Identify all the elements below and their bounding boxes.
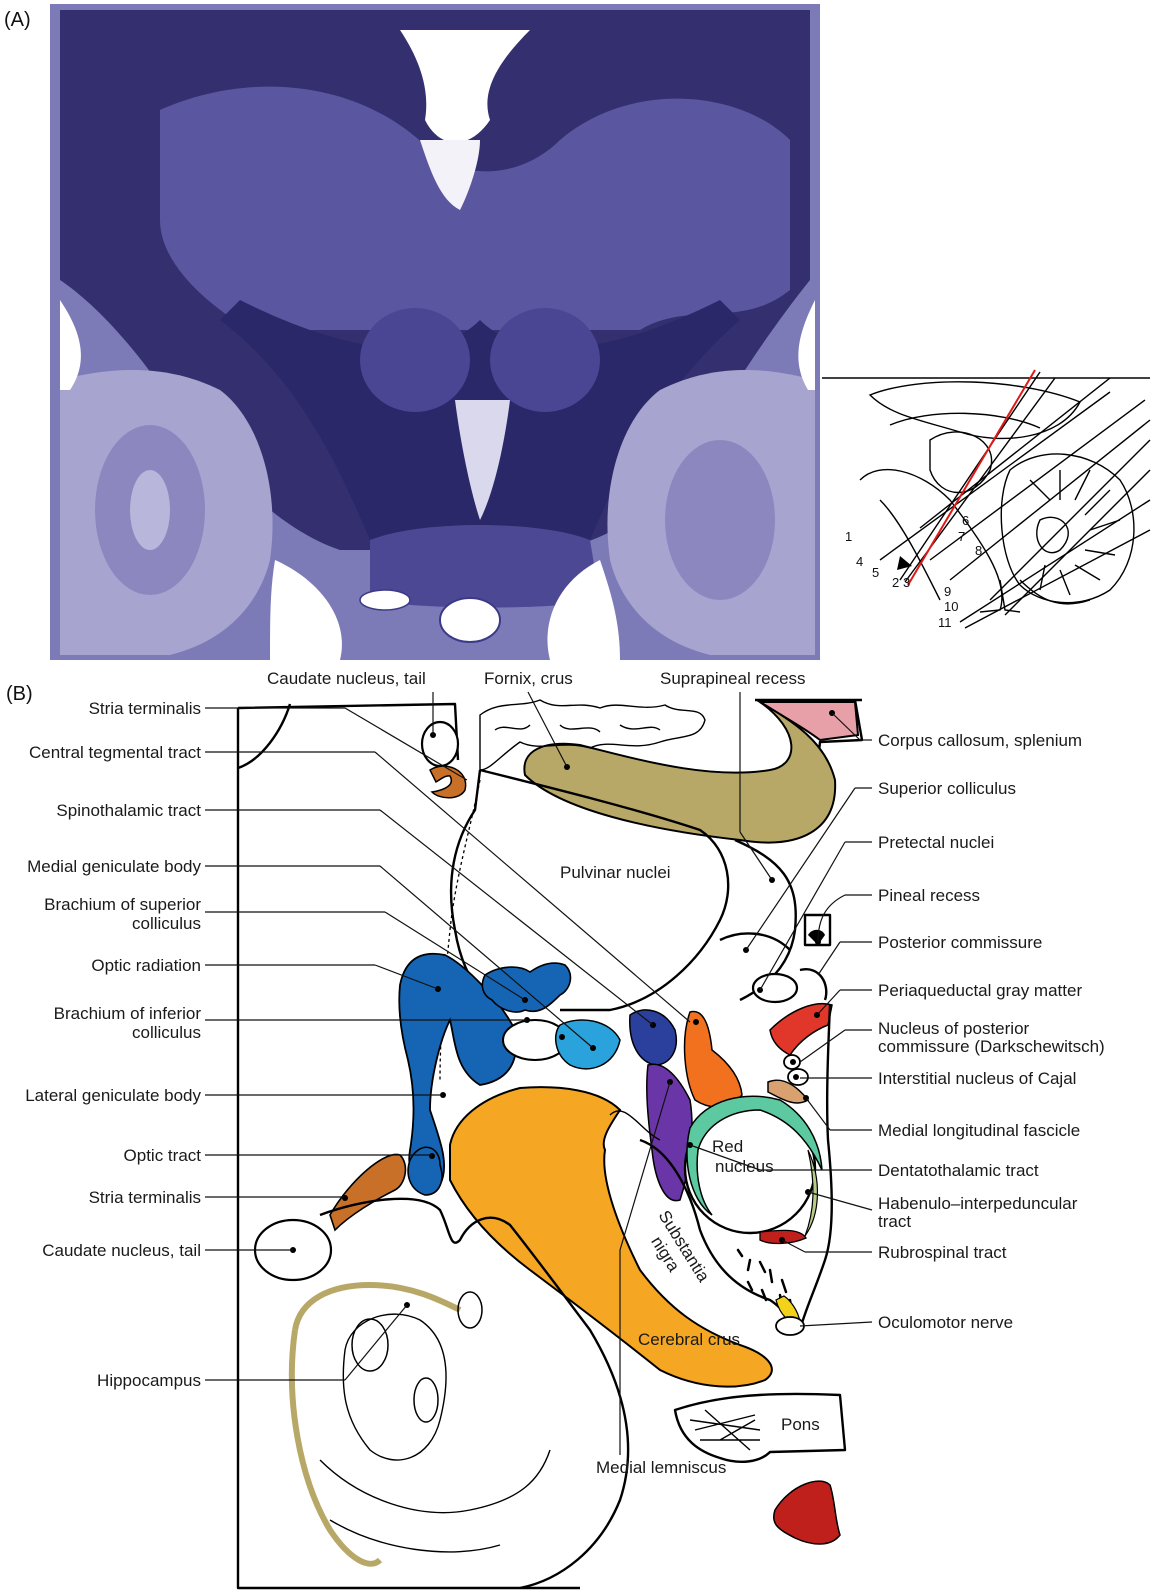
- inset-number: 7: [958, 529, 965, 544]
- inset-number: 11: [938, 615, 952, 630]
- label-rubrospinal-tract: Rubrospinal tract: [878, 1243, 1007, 1262]
- label-nucleus-posterior-commissure-line2: commissure (Darkschewitsch): [878, 1037, 1105, 1056]
- label-habenulo-interpeduncular-tract-line2: tract: [878, 1212, 911, 1231]
- sagittal-inset-diagram: 1 2 3 4 5 6 7 8 9 10 11: [822, 370, 1152, 638]
- label-oculomotor-nerve: Oculomotor nerve: [878, 1313, 1013, 1332]
- inline-label-cerebral-crus: Cerebral crus: [638, 1330, 740, 1349]
- inset-number: 3: [903, 575, 910, 590]
- label-caudate-nucleus-tail-top: Caudate nucleus, tail: [267, 669, 426, 688]
- label-medial-geniculate-body: Medial geniculate body: [27, 857, 201, 876]
- inset-number: 1: [845, 529, 852, 544]
- label-periaqueductal-gray: Periaqueductal gray matter: [878, 981, 1082, 1000]
- label-lateral-geniculate-body: Lateral geniculate body: [25, 1086, 201, 1105]
- inline-label-pulvinar: Pulvinar nuclei: [560, 863, 671, 882]
- inset-number: 6: [962, 513, 969, 528]
- schematic-drawing: [238, 700, 862, 1588]
- label-dentatothalamic-tract: Dentatothalamic tract: [878, 1161, 1039, 1180]
- label-brachium-inferior-colliculus: Brachium of inferior: [54, 1004, 202, 1023]
- label-brachium-inferior-colliculus-line2: colliculus: [132, 1023, 201, 1042]
- panel-a: (A): [4, 4, 1152, 660]
- inset-number: 4: [856, 554, 863, 569]
- inset-number: 8: [975, 543, 982, 558]
- panel-b-label: (B): [6, 683, 33, 705]
- label-fornix-crus: Fornix, crus: [484, 669, 573, 688]
- label-spinothalamic-tract: Spinothalamic tract: [56, 801, 201, 820]
- label-brachium-superior-colliculus: Brachium of superior: [44, 895, 201, 914]
- label-caudate-nucleus-tail-left: Caudate nucleus, tail: [42, 1241, 201, 1260]
- inline-label-red-nucleus: Red: [712, 1137, 743, 1156]
- label-medial-longitudinal-fascicle: Medial longitudinal fascicle: [878, 1121, 1080, 1140]
- label-stria-terminalis-bottom: Stria terminalis: [89, 1188, 201, 1207]
- inline-label-red-nucleus-line2: nucleus: [715, 1157, 774, 1176]
- label-optic-tract: Optic tract: [124, 1146, 202, 1165]
- label-central-tegmental-tract: Central tegmental tract: [29, 743, 201, 762]
- panel-b: (B): [6, 669, 1105, 1588]
- panel-a-label: (A): [4, 9, 31, 31]
- top-labels: Caudate nucleus, tail Fornix, crus Supra…: [267, 669, 806, 688]
- label-superior-colliculus: Superior colliculus: [878, 779, 1016, 798]
- inset-number: 10: [944, 599, 958, 614]
- inset-number: 9: [944, 584, 951, 599]
- left-labels: Stria terminalis Central tegmental tract…: [25, 699, 201, 1390]
- inset-number: 5: [872, 565, 879, 580]
- label-medial-lemniscus: Medial lemniscus: [596, 1458, 726, 1477]
- label-habenulo-interpeduncular-tract: Habenulo–interpeduncular: [878, 1194, 1078, 1213]
- inline-label-pons: Pons: [781, 1415, 820, 1434]
- label-interstitial-nucleus-cajal: Interstitial nucleus of Cajal: [878, 1069, 1076, 1088]
- label-pineal-recess: Pineal recess: [878, 886, 980, 905]
- label-suprapineal-recess: Suprapineal recess: [660, 669, 806, 688]
- label-posterior-commissure: Posterior commissure: [878, 933, 1042, 952]
- label-pretectal-nuclei: Pretectal nuclei: [878, 833, 994, 852]
- label-corpus-callosum-splenium: Corpus callosum, splenium: [878, 731, 1082, 750]
- label-nucleus-posterior-commissure: Nucleus of posterior: [878, 1019, 1030, 1038]
- histology-section: [50, 4, 820, 660]
- label-hippocampus: Hippocampus: [97, 1371, 201, 1390]
- label-optic-radiation: Optic radiation: [91, 956, 201, 975]
- right-labels: Corpus callosum, splenium Superior colli…: [878, 731, 1105, 1332]
- label-stria-terminalis-top: Stria terminalis: [89, 699, 201, 718]
- inset-number: 2: [892, 575, 899, 590]
- label-brachium-superior-colliculus-line2: colliculus: [132, 914, 201, 933]
